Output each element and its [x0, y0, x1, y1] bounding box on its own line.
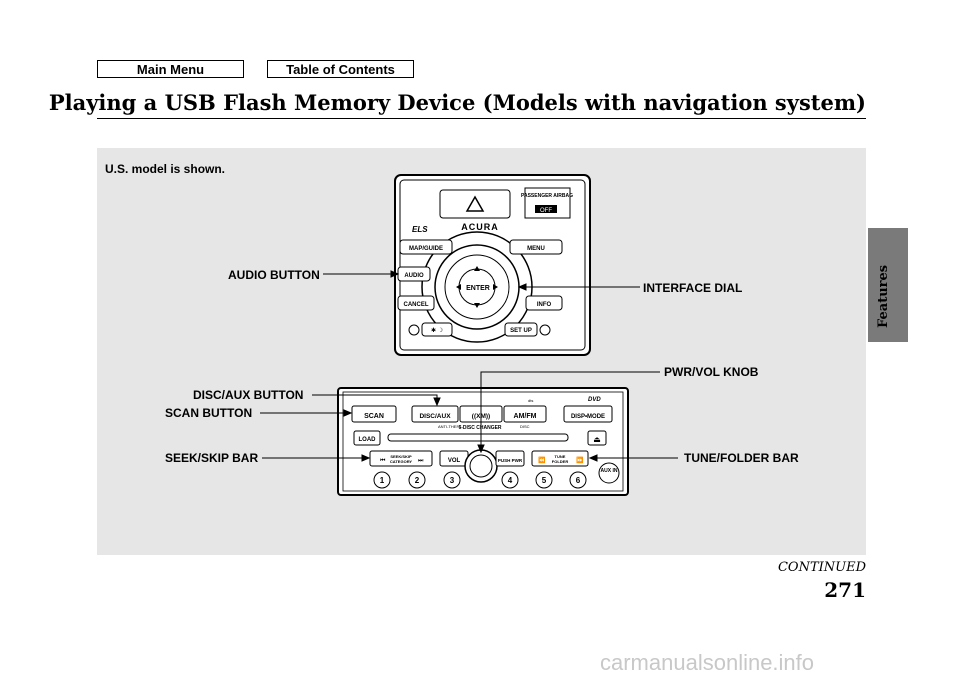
- tune-down-icon: ⏪: [538, 456, 546, 464]
- preset-3-button[interactable]: [443, 471, 461, 489]
- disc-aux-label: DISC/AUX: [419, 413, 451, 420]
- els-logo: ELS: [412, 225, 428, 234]
- dial-up-arrow-icon: [474, 266, 480, 271]
- page-title: Playing a USB Flash Memory Device (Model…: [48, 90, 866, 115]
- eject-icon: ⏏: [593, 435, 601, 444]
- seek-skip-label: SEEK/SKIP: [390, 454, 412, 459]
- preset-6-button[interactable]: [569, 471, 587, 489]
- cancel-button[interactable]: [397, 295, 435, 311]
- disc-slot: [387, 433, 569, 442]
- section-tab: [868, 228, 908, 342]
- aux-in-label: AUX IN: [601, 468, 618, 474]
- brightness-button[interactable]: [421, 322, 453, 337]
- anti-theft-label: ANTI-THEFT: [438, 424, 462, 429]
- eject-button[interactable]: [587, 430, 607, 446]
- title-divider: [97, 118, 866, 119]
- airbag-off-label: OFF: [540, 208, 552, 214]
- seek-skip-arrow-icon: [361, 454, 371, 462]
- svg-text:✱ ☽: ✱ ☽: [431, 327, 443, 334]
- preset-1-label: 1: [380, 476, 385, 485]
- dial-down-arrow-icon: [474, 303, 480, 308]
- am-fm-button[interactable]: [503, 405, 547, 423]
- preset-3-label: 3: [450, 476, 455, 485]
- table-of-contents-button[interactable]: Table of Contents: [267, 60, 414, 78]
- menu-button[interactable]: [509, 239, 563, 255]
- navigation-control-panel: PASSENGER AIRBAG OFF ELS ACURA ENTER MAP…: [394, 174, 591, 356]
- page-number: 271: [824, 578, 866, 602]
- dial-right-arrow-icon: [493, 284, 498, 290]
- tune-label: TUNE: [555, 454, 566, 459]
- pwr-vol-knob-callout: PWR/VOL KNOB: [664, 365, 759, 379]
- skip-forward-icon: ⏭: [418, 458, 424, 464]
- cancel-label: CANCEL: [404, 302, 429, 308]
- hazard-icon: [465, 195, 485, 212]
- preset-6-label: 6: [576, 476, 581, 485]
- load-label: LOAD: [359, 437, 377, 443]
- audio-control-panel: SCAN DISC/AUX ((XM)) AM/FM dts DVD DISP•…: [337, 387, 629, 496]
- tune-folder-bar[interactable]: [531, 450, 589, 467]
- continued-label: CONTINUED: [777, 560, 866, 575]
- scan-label: SCAN: [364, 413, 384, 420]
- info-button[interactable]: [525, 295, 563, 311]
- setup-button[interactable]: [504, 322, 538, 337]
- map-guide-label: MAP/GUIDE: [409, 246, 443, 252]
- menu-label: MENU: [527, 246, 545, 252]
- setup-label: SET UP: [510, 328, 532, 334]
- callout-leader-lines: [260, 270, 678, 462]
- dvd-logo: DVD: [588, 397, 601, 403]
- passenger-airbag-label: PASSENGER AIRBAG: [521, 193, 573, 199]
- load-button[interactable]: [353, 430, 381, 446]
- preset-4-button[interactable]: [501, 471, 519, 489]
- disp-mode-button[interactable]: [563, 405, 613, 423]
- preset-2-button[interactable]: [408, 471, 426, 489]
- info-label: INFO: [537, 302, 552, 308]
- preset-5-button[interactable]: [535, 471, 553, 489]
- category-label: CATEGORY: [390, 459, 413, 464]
- folder-label: FOLDER: [552, 459, 569, 464]
- scan-button[interactable]: [351, 405, 397, 423]
- skip-back-icon: ⏮: [380, 458, 386, 464]
- preset-5-label: 5: [542, 476, 547, 485]
- main-menu-button[interactable]: Main Menu: [97, 60, 244, 78]
- pwr-vol-arrow-icon: [477, 444, 485, 454]
- vol-label: VOL: [448, 458, 461, 464]
- preset-1-button[interactable]: [373, 471, 391, 489]
- disc-indicator-label: DISC: [520, 424, 530, 429]
- audio-label: AUDIO: [404, 273, 424, 279]
- model-note: U.S. model is shown.: [105, 162, 226, 176]
- dial-left-arrow-icon: [456, 284, 461, 290]
- audio-button-arrow-icon: [390, 270, 400, 278]
- section-label: Features: [876, 264, 891, 328]
- tune-up-icon: ⏩: [576, 456, 584, 464]
- tune-folder-bar-callout: TUNE/FOLDER BAR: [684, 451, 799, 465]
- enter-label: ENTER: [466, 285, 490, 292]
- push-pwr-label: PUSH PWR: [498, 458, 523, 463]
- scan-button-callout: SCAN BUTTON: [165, 406, 253, 420]
- am-fm-label: AM/FM: [514, 413, 537, 420]
- seek-skip-bar-callout: SEEK/SKIP BAR: [165, 451, 259, 465]
- aux-in-jack[interactable]: [598, 462, 620, 484]
- scan-button-arrow-icon: [343, 409, 353, 417]
- disp-mode-label: DISP•MODE: [571, 414, 605, 420]
- preset-buttons: 1 2 3 4 5 6: [373, 471, 587, 489]
- preset-4-label: 4: [508, 476, 513, 485]
- seek-skip-bar[interactable]: [369, 450, 433, 467]
- disc-aux-button[interactable]: [411, 405, 459, 423]
- tune-folder-arrow-icon: [588, 454, 598, 462]
- map-guide-button[interactable]: [399, 239, 453, 255]
- disc-aux-arrow-icon: [433, 397, 441, 407]
- dts-logo: dts: [528, 398, 533, 403]
- audio-button-callout: AUDIO BUTTON: [228, 268, 320, 282]
- interface-dial-callout: INTERFACE DIAL: [643, 281, 743, 295]
- interface-dial-arrow-icon: [517, 283, 527, 291]
- brand-logo: ACURA: [461, 222, 499, 232]
- disc-aux-button-callout: DISC/AUX BUTTON: [193, 388, 304, 402]
- watermark: carmanualsonline.info: [600, 650, 815, 675]
- pwr-vol-leader: [480, 371, 660, 448]
- preset-2-label: 2: [415, 476, 420, 485]
- disc-changer-label: 6-DISC CHANGER: [458, 425, 501, 431]
